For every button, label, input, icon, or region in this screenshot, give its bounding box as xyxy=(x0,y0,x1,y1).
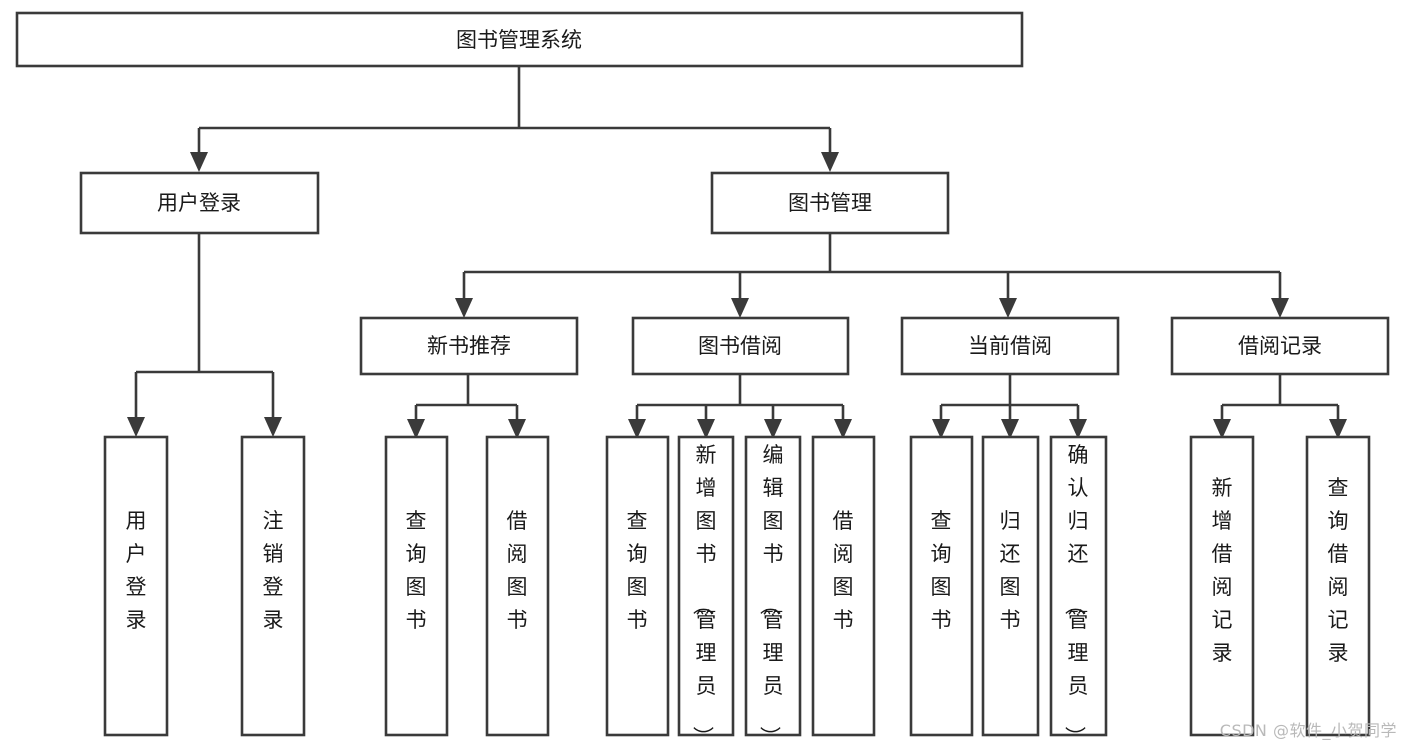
node-user-login-box xyxy=(79,171,320,235)
leaf-logout[interactable]: 注销登录 xyxy=(240,435,306,737)
leaf-user-login[interactable]: 用户登录 xyxy=(103,435,169,737)
leaf-new-book-borrow[interactable]: 借阅图书 xyxy=(485,435,550,737)
leaf-edit-book-admin-label: 编辑图书（管理员） xyxy=(758,443,784,747)
leaf-new-book-query[interactable]: 查询图书 xyxy=(384,435,449,737)
leaf-query-borrow-record-box xyxy=(1305,435,1371,737)
arrow-to-book-borrow xyxy=(731,298,749,318)
node-root-book-management-system[interactable]: 图书管理系统 xyxy=(15,11,1024,68)
leaf-borrow-query-book-label: 查询图书 xyxy=(627,509,648,632)
arrow-user-login-leaf2 xyxy=(264,417,282,437)
leaf-new-book-query-label: 查询图书 xyxy=(406,509,427,632)
node-borrow-records-box xyxy=(1170,316,1390,376)
arrow-to-book-mgmt xyxy=(821,152,839,172)
node-new-book-recommend-box xyxy=(359,316,579,376)
leaf-return-book[interactable]: 归还图书 xyxy=(981,435,1040,737)
leaf-borrow-book[interactable]: 借阅图书 xyxy=(811,435,876,737)
leaf-user-login-box xyxy=(103,435,169,737)
leaf-new-book-query-box xyxy=(384,435,449,737)
node-book-borrow-label: 图书借阅 xyxy=(698,334,782,358)
node-current-borrow-label: 当前借阅 xyxy=(968,334,1052,358)
node-new-book-recommend[interactable]: 新书推荐 xyxy=(359,316,579,376)
node-root-label: 图书管理系统 xyxy=(456,28,582,52)
leaf-borrow-query-book[interactable]: 查询图书 xyxy=(605,435,670,737)
leaf-current-query-book[interactable]: 查询图书 xyxy=(909,435,974,737)
node-book-management-label: 图书管理 xyxy=(788,191,872,215)
node-book-management[interactable]: 图书管理 xyxy=(710,171,950,235)
leaf-confirm-return-admin-box xyxy=(1049,435,1108,737)
node-user-login-label: 用户登录 xyxy=(157,191,241,215)
leaf-borrow-book-box xyxy=(811,435,876,737)
leaf-logout-box xyxy=(240,435,306,737)
leaf-add-borrow-record-label: 新增借阅记录 xyxy=(1212,476,1233,665)
leaf-add-borrow-record[interactable]: 新增借阅记录 xyxy=(1189,435,1255,737)
leaf-query-borrow-record[interactable]: 查询借阅记录 xyxy=(1305,435,1371,737)
arrow-user-login-leaf1 xyxy=(127,417,145,437)
arrow-to-new-book xyxy=(455,298,473,318)
node-borrow-records-label: 借阅记录 xyxy=(1238,334,1322,358)
leaf-new-book-borrow-box xyxy=(485,435,550,737)
node-book-management-box xyxy=(710,171,950,235)
node-root-box xyxy=(15,11,1024,68)
arrow-to-current-borrow xyxy=(999,298,1017,318)
leaf-add-borrow-record-box xyxy=(1189,435,1255,737)
node-book-borrow[interactable]: 图书借阅 xyxy=(631,316,850,376)
leaf-return-book-label: 归还图书 xyxy=(1000,509,1021,632)
leaf-add-book-admin-box xyxy=(677,435,735,737)
leaf-confirm-return-admin-label: 确认归还（管理员） xyxy=(1063,443,1089,747)
leaf-new-book-borrow-label: 借阅图书 xyxy=(507,509,528,632)
leaf-edit-book-admin[interactable]: 编辑图书（管理员） xyxy=(744,435,802,747)
leaf-return-book-box xyxy=(981,435,1040,737)
connector-group xyxy=(127,66,1347,439)
leaf-current-query-book-box xyxy=(909,435,974,737)
node-current-borrow[interactable]: 当前借阅 xyxy=(900,316,1120,376)
leaf-add-book-admin[interactable]: 新增图书（管理员） xyxy=(677,435,735,747)
leaf-logout-label: 注销登录 xyxy=(263,509,284,632)
node-book-borrow-box xyxy=(631,316,850,376)
node-borrow-records[interactable]: 借阅记录 xyxy=(1170,316,1390,376)
leaf-current-query-book-label: 查询图书 xyxy=(931,509,952,632)
node-new-book-recommend-label: 新书推荐 xyxy=(427,334,511,358)
leaf-edit-book-admin-box xyxy=(744,435,802,737)
leaf-query-borrow-record-label: 查询借阅记录 xyxy=(1328,476,1349,665)
leaf-add-book-admin-label: 新增图书（管理员） xyxy=(691,443,717,747)
arrow-to-borrow-records xyxy=(1271,298,1289,318)
leaf-borrow-query-book-box xyxy=(605,435,670,737)
leaf-confirm-return-admin[interactable]: 确认归还（管理员） xyxy=(1049,435,1108,747)
leaf-borrow-book-label: 借阅图书 xyxy=(833,509,854,632)
node-user-login[interactable]: 用户登录 xyxy=(79,171,320,235)
arrow-to-user-login xyxy=(190,152,208,172)
leaf-user-login-label: 用户登录 xyxy=(126,509,147,632)
node-current-borrow-box xyxy=(900,316,1120,376)
